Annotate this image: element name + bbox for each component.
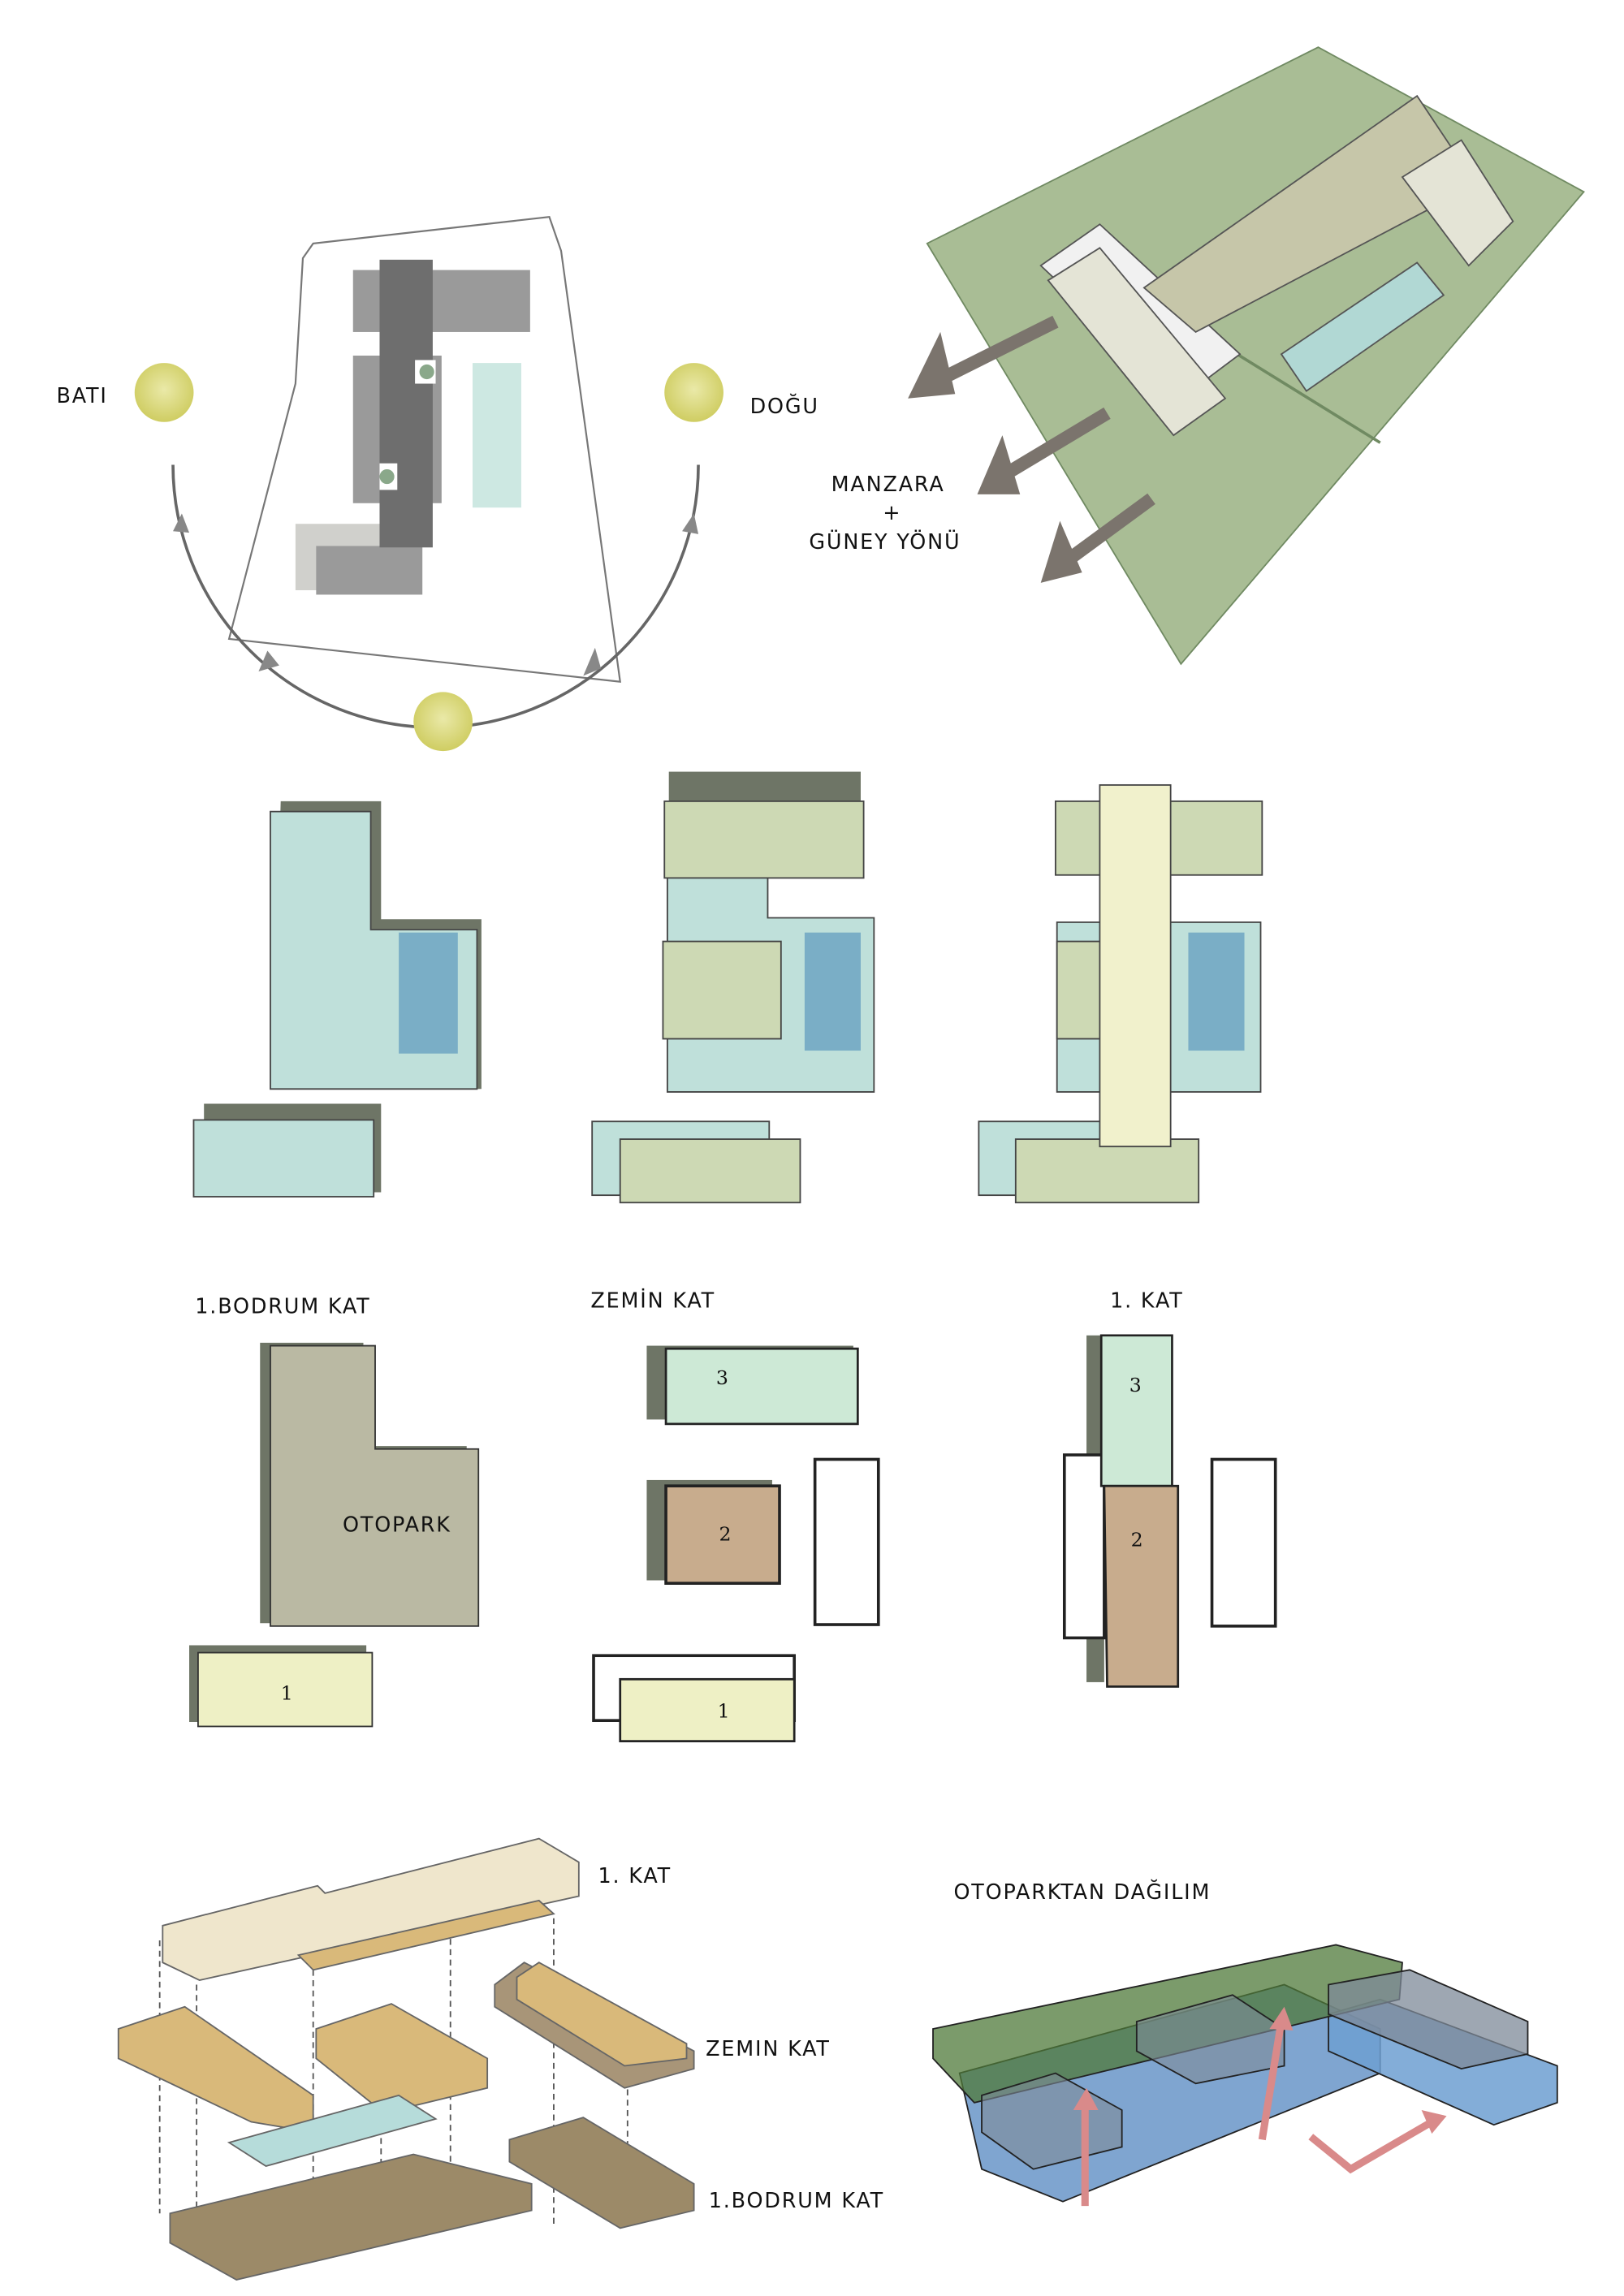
parking-area — [270, 1344, 480, 1627]
tree-icon — [419, 364, 434, 380]
pool — [1188, 932, 1245, 1051]
building-block — [316, 546, 423, 595]
arrow-head-icon — [1269, 2006, 1294, 2031]
site-boundary — [227, 215, 621, 683]
mass-block — [662, 940, 782, 1040]
block-1-label: 1 — [281, 1682, 293, 1705]
outline-block — [813, 1457, 880, 1626]
massing-step-1 — [192, 801, 482, 1198]
plus-label: + — [883, 500, 901, 524]
site-terrain — [926, 46, 1585, 666]
arc-arrow-icon — [173, 513, 190, 533]
arrow-head-icon — [977, 435, 1021, 494]
arrow-head-icon — [1073, 2087, 1099, 2110]
arrow-head-icon — [908, 331, 956, 399]
parking-distribution-title: OTOPARKTAN DAĞILIM — [953, 1880, 1211, 1904]
arrow-head-icon — [1421, 2109, 1447, 2134]
plan-basement: 1.BODRUM KAT OTOPARK 1 — [189, 1294, 480, 1728]
exploded-axonometric: 1. KAT ZEMIN KAT 1.BODRUM KAT — [117, 1837, 884, 2281]
site-3d-view: MANZARA + GÜNEY YÖNÜ — [809, 46, 1585, 666]
ground-block — [315, 2003, 489, 2114]
first-floor-slab — [162, 1837, 580, 1982]
basement-label: 1.BODRUM KAT — [709, 2188, 884, 2212]
pool-slab — [227, 2094, 438, 2168]
first-floor-bar — [296, 1899, 555, 1971]
sun-east-icon — [664, 363, 723, 422]
site-divider — [1224, 345, 1381, 444]
plan-title: 1.BODRUM KAT — [195, 1294, 370, 1318]
circulation-arrows — [1081, 2021, 1434, 2207]
outline-block — [1062, 1453, 1106, 1640]
block-3 — [664, 1347, 859, 1426]
block-1 — [197, 1651, 374, 1728]
building-mass — [1047, 247, 1227, 437]
sun-path-diagram: BATI DOĞU — [56, 215, 819, 752]
glass-volume — [1135, 1994, 1285, 2085]
pool — [472, 363, 521, 508]
arrow-head-icon — [1040, 520, 1082, 583]
arc-arrow-icon — [583, 647, 602, 676]
main-spine-block — [379, 259, 433, 548]
block-2 — [664, 1484, 781, 1585]
block-3 — [1099, 1334, 1173, 1487]
pool — [399, 932, 458, 1054]
outline-block — [1210, 1457, 1277, 1628]
arc-arrow-icon — [682, 513, 699, 534]
mass-block — [619, 1138, 801, 1204]
basement-parking — [169, 2153, 533, 2281]
building-mass — [1401, 139, 1514, 267]
plan-title: 1. KAT — [1110, 1288, 1183, 1312]
block-1-label: 1 — [718, 1700, 730, 1723]
ground-floor-label: ZEMIN KAT — [706, 2036, 831, 2061]
plan-title: ZEMİN KAT — [590, 1288, 715, 1312]
view-arrows — [934, 315, 1155, 569]
glass-volume — [1328, 1969, 1529, 2070]
block-2-label: 2 — [1131, 1529, 1143, 1552]
mass-block — [192, 1119, 375, 1198]
block-2-label: 2 — [719, 1522, 731, 1545]
block-1 — [619, 1677, 796, 1742]
pool — [1280, 261, 1445, 392]
mass-spine — [1099, 783, 1172, 1148]
block-2 — [1103, 1484, 1180, 1688]
block-3-label: 3 — [1129, 1374, 1142, 1396]
ground-block — [117, 2005, 314, 2134]
sun-path-arc — [171, 464, 700, 729]
arc-arrow-icon — [258, 650, 279, 671]
south-label: GÜNEY YÖNÜ — [809, 529, 961, 554]
pool — [804, 932, 861, 1051]
block-3-label: 3 — [716, 1366, 728, 1389]
plan-first: 1. KAT 3 2 — [1062, 1288, 1277, 1688]
sun-west-icon — [134, 363, 194, 422]
basement-block — [508, 2117, 695, 2229]
parking-distribution-diagram: OTOPARKTAN DAĞILIM — [932, 1880, 1558, 2207]
sun-south-icon — [413, 692, 473, 752]
ground-block — [516, 1962, 688, 2067]
view-label: MANZARA — [831, 472, 945, 496]
parking-label: OTOPARK — [343, 1513, 451, 1537]
east-label: DOĞU — [750, 394, 819, 418]
first-floor-label: 1. KAT — [598, 1863, 671, 1888]
west-label: BATI — [56, 383, 107, 408]
mass-block — [663, 800, 865, 879]
tree-icon — [379, 468, 395, 485]
massing-step-2 — [591, 771, 875, 1204]
massing-step-3 — [978, 783, 1263, 1204]
plan-ground: ZEMİN KAT 3 2 1 — [590, 1288, 880, 1742]
